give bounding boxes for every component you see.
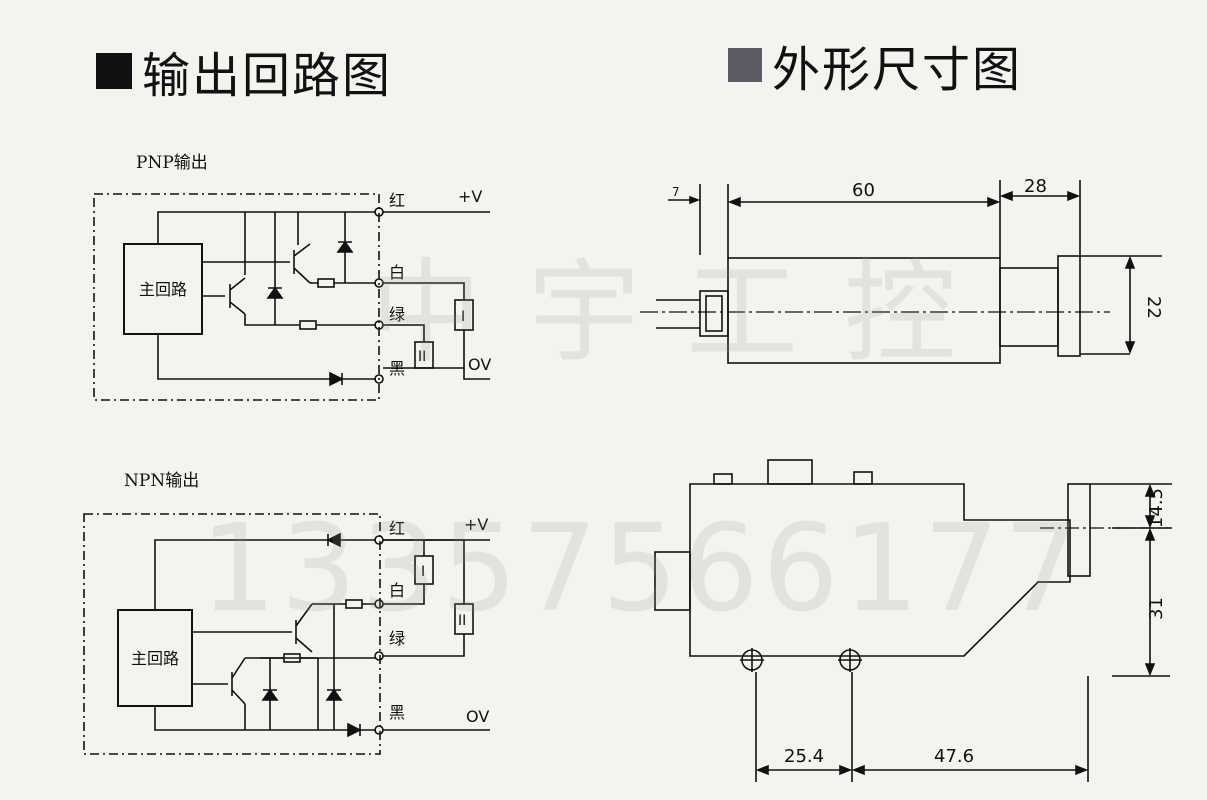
output-circuit-title: 输出回路图 [142, 48, 393, 104]
top-head [999, 267, 1059, 347]
dim-hole-spacing: 25.4 [784, 746, 824, 767]
npn-resistor-2 [283, 653, 301, 663]
npn-terminal-green [374, 651, 384, 661]
pnp-main-circuit-box [123, 243, 203, 335]
top-dim-22-ext [1080, 255, 1162, 355]
npn-load-2-label: II [458, 613, 466, 629]
pnp-transistor-1 [202, 277, 246, 315]
pnp-enclosure [93, 193, 380, 401]
npn-wire-green: 绿 [389, 629, 405, 648]
npn-load-1-label: I [421, 564, 425, 580]
dim-body-length: 60 [852, 180, 875, 201]
npn-enclosure [83, 513, 381, 755]
npn-terminal-white [374, 599, 384, 609]
pnp-resistor-1 [317, 278, 335, 288]
pnp-wire-red: 红 [389, 191, 405, 210]
side-dim-h-arrows [755, 764, 1089, 776]
pnp-load-2-label: II [418, 349, 426, 365]
dim-head-length: 28 [1024, 176, 1047, 197]
npn-load-1 [414, 555, 434, 585]
npn-diode-top [326, 532, 341, 548]
side-dim-v-arrows [1144, 483, 1156, 677]
top-head-flange [1057, 255, 1081, 357]
pnp-load-1 [454, 299, 474, 331]
pnp-load-wiring [383, 282, 465, 369]
pnp-wire-green: 绿 [389, 305, 405, 324]
pnp-main-circuit-label: 主回路 [139, 280, 187, 299]
npn-top-rail [154, 539, 376, 610]
pnp-load-2 [414, 341, 434, 369]
pnp-load-1-label: I [461, 309, 465, 325]
pnp-out-wire-green [244, 314, 376, 326]
pnp-terminal-red [374, 207, 384, 217]
top-dim-28-arrows [999, 190, 1081, 202]
pnp-wire-white: 白 [389, 263, 405, 282]
side-cable-gland [654, 551, 691, 611]
top-cable-gland [699, 290, 729, 337]
top-ext-lines [699, 180, 1081, 258]
pnp-resistor-2 [299, 320, 317, 330]
pnp-output-title: PNP输出 [136, 153, 208, 173]
npn-supply-pos: +V [464, 515, 488, 534]
top-dim-7 [668, 195, 701, 205]
pnp-circuit: 主回路 [93, 193, 490, 401]
side-hole-crosses [740, 648, 862, 672]
pnp-top-rail [157, 211, 376, 244]
npn-output-title: NPN输出 [124, 471, 200, 491]
side-dim-ext-h [755, 672, 1089, 782]
side-body [689, 483, 1071, 657]
pnp-diode-bottom [329, 371, 344, 387]
pnp-zener-1 [266, 286, 284, 299]
side-flange [1067, 483, 1091, 577]
npn-verticals [244, 604, 335, 730]
dim-offset: 7 [672, 185, 680, 199]
pnp-transistor-2 [202, 243, 311, 284]
dimensions-heading: 外形尺寸图 [728, 30, 1022, 100]
npn-terminal-red [374, 535, 384, 545]
black-square-bullet [96, 53, 132, 89]
npn-wire-black: 黑 [389, 703, 405, 722]
npn-terminal-black [374, 725, 384, 735]
npn-transistor-1 [192, 603, 313, 653]
npn-supply-zero: OV [466, 707, 489, 726]
side-top-nub-3 [853, 471, 873, 485]
dim-height: 22 [1143, 296, 1164, 319]
npn-load-wiring [383, 539, 465, 657]
npn-main-circuit-label: 主回路 [131, 649, 179, 668]
side-top-nub-1 [713, 473, 733, 485]
pnp-supply-zero: OV [468, 355, 491, 374]
top-cable-gland-inner [705, 295, 723, 332]
top-view-drawing [640, 180, 1162, 364]
dim-upper: 14.5 [1146, 488, 1167, 528]
npn-zener-2 [325, 688, 343, 701]
npn-wire-white: 白 [389, 581, 405, 600]
npn-load-2 [454, 603, 474, 635]
npn-zener-1 [261, 688, 279, 701]
side-dim-ext [1090, 483, 1172, 677]
npn-diode-bottom [347, 722, 362, 738]
npn-resistor-1 [345, 599, 363, 609]
npn-circuit: 主回路 [83, 513, 490, 755]
output-circuit-heading: 输出回路图 [96, 36, 392, 106]
dim-hole-to-end: 47.6 [934, 746, 974, 767]
side-top-nub-2 [767, 459, 813, 485]
top-cable [656, 299, 700, 329]
top-dim-60-arrows [727, 196, 1001, 208]
pnp-0v-line [463, 368, 490, 380]
pnp-supply-pos: +V [458, 187, 482, 206]
pnp-wire-black: 黑 [389, 359, 405, 378]
npn-transistor-2 [192, 657, 246, 705]
top-body [727, 257, 1001, 364]
top-dim-22-arrows [1124, 255, 1136, 355]
gray-square-bullet [728, 48, 762, 82]
side-view-drawing [654, 459, 1172, 782]
pnp-terminal-black [374, 374, 384, 384]
pnp-zener-2 [336, 240, 354, 253]
dimensions-title: 外形尺寸图 [772, 42, 1023, 98]
pnp-bottom-rail [157, 334, 376, 380]
npn-bottom-rail [154, 706, 376, 731]
dim-lower: 31 [1146, 597, 1167, 620]
npn-wire-red: 红 [389, 519, 405, 538]
